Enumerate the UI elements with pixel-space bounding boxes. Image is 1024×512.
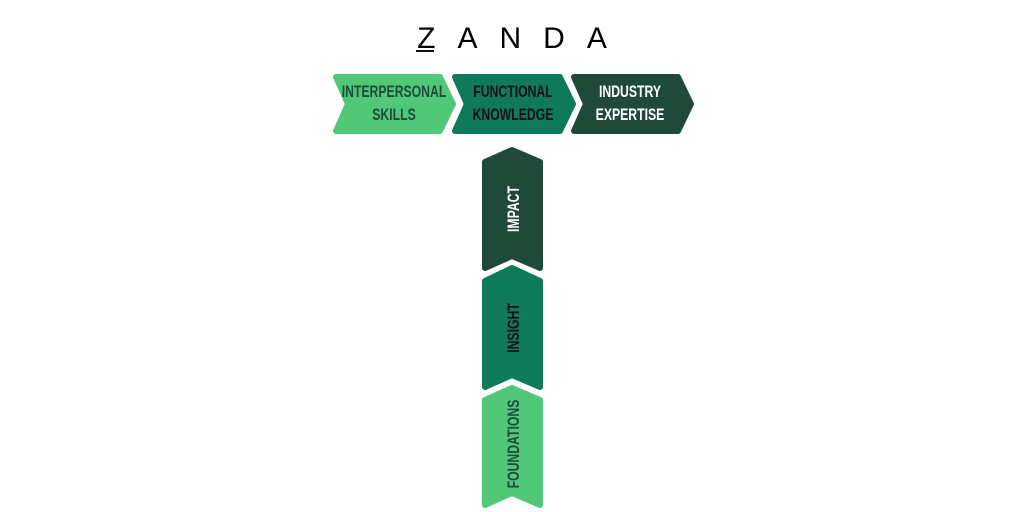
- logo-text: ZANDA: [417, 22, 629, 55]
- chevron-impact: [482, 147, 543, 271]
- logo-underline: [416, 50, 434, 52]
- industry-line2: EXPERTISE: [596, 106, 665, 124]
- chevron-insight: [482, 265, 543, 390]
- foundations-label: FOUNDATIONS: [505, 400, 523, 489]
- interpersonal-line1: INTERPERSONAL: [342, 83, 447, 101]
- zanda-logo: ZANDA: [416, 22, 629, 55]
- chevron-industry-expertise: [571, 74, 694, 134]
- insight-label: INSIGHT: [505, 303, 523, 353]
- impact-label: IMPACT: [505, 186, 523, 232]
- chevron-interpersonal-skills: [333, 74, 456, 134]
- functional-line2: KNOWLEDGE: [473, 106, 554, 124]
- chevron-functional-knowledge: [452, 74, 576, 134]
- chevron-foundations: [482, 385, 543, 508]
- industry-line1: INDUSTRY: [599, 83, 661, 101]
- functional-line1: FUNCTIONAL: [473, 83, 552, 101]
- interpersonal-line2: SKILLS: [372, 106, 416, 124]
